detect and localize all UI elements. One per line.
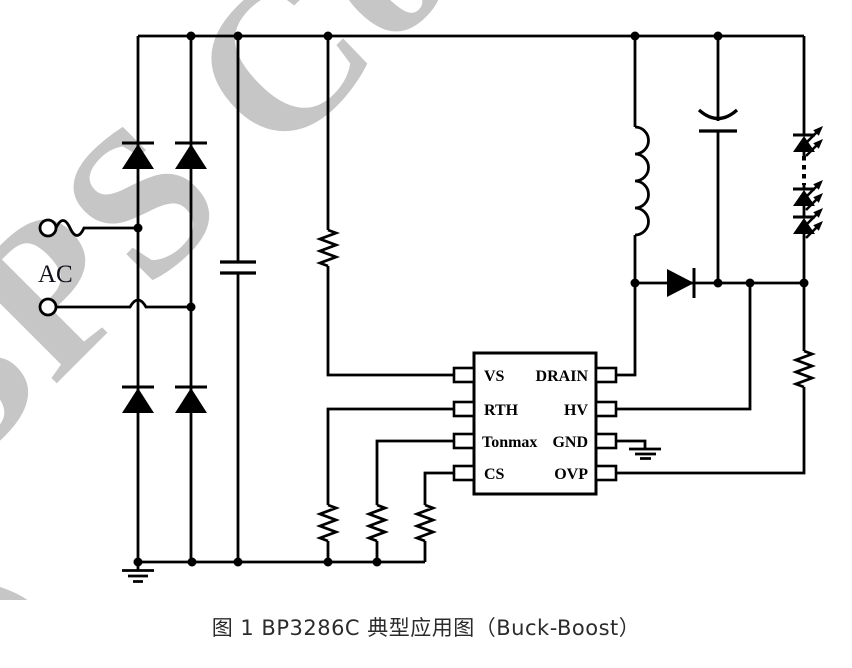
- junction-dot: [799, 278, 809, 288]
- diode-up-icon: [175, 385, 207, 413]
- pin-label-hv: HV: [564, 402, 588, 419]
- chip-pins: [452, 366, 618, 482]
- diode-up-icon: [122, 385, 154, 413]
- led-icon: [793, 187, 815, 206]
- diode-up-icon: [175, 141, 207, 169]
- junction-dot: [233, 557, 243, 567]
- wire-gnd: [616, 439, 647, 449]
- ac-label: AC: [38, 261, 73, 288]
- wire-drain: [616, 283, 637, 377]
- led-string: [793, 124, 825, 240]
- junction-dot: [323, 31, 333, 41]
- freewheel-diode: [667, 268, 696, 298]
- watermark: BPS Cor: [0, 0, 569, 600]
- pin-label-gnd: GND: [552, 434, 588, 451]
- resistor-rth-icon: [316, 503, 340, 543]
- pin-drain: [594, 366, 618, 384]
- wire-ovp-resistor: [616, 283, 806, 475]
- schematic-canvas: BPS Cor: [0, 0, 825, 600]
- junction-dot: [233, 31, 243, 41]
- resistor-cs-icon: [413, 503, 437, 543]
- junction-dot: [323, 557, 333, 567]
- pin-cs: [452, 464, 476, 482]
- grounds: [122, 447, 661, 583]
- junction-dot: [133, 557, 143, 567]
- led-icon: [793, 215, 815, 234]
- junction-dot: [713, 278, 723, 288]
- pin-hv: [594, 400, 618, 418]
- pin-label-vs: VS: [484, 368, 505, 385]
- junction-dot: [713, 31, 723, 41]
- junction-dot: [630, 278, 640, 288]
- wire-hv: [616, 283, 752, 411]
- junction-dot: [186, 302, 196, 312]
- capacitor-icon: [220, 260, 256, 275]
- wires: [54, 34, 806, 570]
- resistor-ovp-icon: [792, 349, 816, 389]
- ac-terminal-neutral: [38, 297, 58, 317]
- pin-label-rth: RTH: [484, 402, 519, 419]
- resistor-tonmax-icon: [365, 503, 389, 543]
- bulk-capacitor: [220, 260, 256, 275]
- pin-label-ovp: OVP: [554, 466, 588, 483]
- junction-dots: [133, 31, 809, 567]
- junction-dot: [187, 557, 197, 567]
- inductor-coil: [634, 125, 650, 237]
- pin-gnd: [594, 432, 618, 450]
- wire-ac-neutral-crossover: [56, 298, 191, 309]
- led-icon: [793, 133, 815, 152]
- figure-caption: 图 1 BP3286C 典型应用图（Buck-Boost）: [211, 616, 641, 640]
- pin-rth: [452, 400, 476, 418]
- capacitor-curved-plate: [697, 108, 739, 121]
- ac-terminal-line: [38, 218, 58, 238]
- output-capacitor: [697, 108, 739, 133]
- diode-right-icon: [667, 269, 694, 297]
- resistors: [316, 228, 816, 543]
- pin-label-drain: DRAIN: [536, 368, 589, 385]
- junction-dot: [745, 278, 755, 288]
- chip-body: [472, 351, 598, 496]
- wire-vs-divider: [326, 36, 454, 377]
- pin-tonmax: [452, 432, 476, 450]
- wire-cs-resistor: [423, 471, 454, 562]
- bridge-rectifier: [122, 141, 207, 413]
- pin-ovp: [594, 464, 618, 482]
- chip-pin-labels: VS RTH Tonmax CS DRAIN HV GND OVP: [482, 368, 588, 483]
- resistor-vs-top-icon: [316, 228, 340, 268]
- ground-icon: [122, 569, 154, 583]
- diode-up-icon: [122, 141, 154, 169]
- junction-dot: [133, 223, 143, 233]
- pin-label-cs: CS: [484, 466, 505, 483]
- wire-ac-line-fuse: [54, 219, 138, 237]
- ac-input: AC: [38, 218, 73, 317]
- ic-chip: VS RTH Tonmax CS DRAIN HV GND OVP: [452, 351, 618, 496]
- wire-rth-resistor: [326, 407, 454, 562]
- ground-icon: [629, 447, 661, 460]
- junction-dot: [372, 557, 382, 567]
- pin-label-tonmax: Tonmax: [482, 434, 537, 451]
- wire-tonmax-resistor: [375, 439, 454, 562]
- junction-dot: [186, 31, 196, 41]
- pin-vs: [452, 366, 476, 384]
- watermark-corner-stroke: [0, 587, 28, 600]
- junction-dot: [630, 31, 640, 41]
